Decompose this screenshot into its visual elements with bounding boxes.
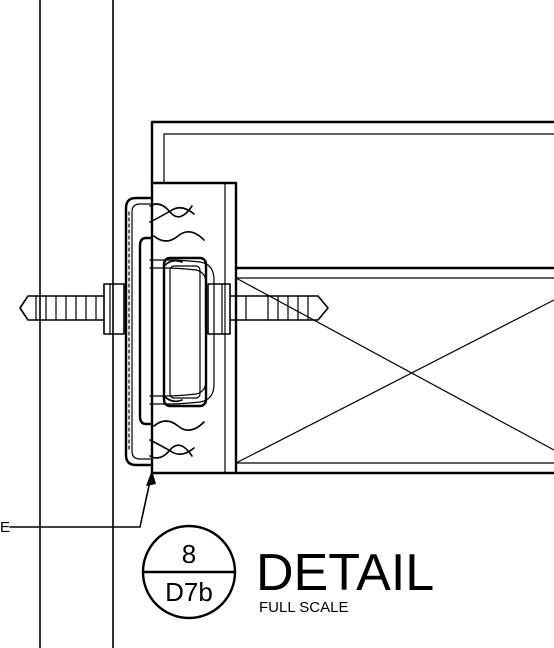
leader-line <box>9 470 156 528</box>
detail-title: DETAIL <box>256 544 434 602</box>
screw-fastener <box>19 283 329 335</box>
detail-sheet-reference: D7b <box>165 577 213 607</box>
wall-section-lines <box>39 0 114 648</box>
side-panel <box>150 181 554 475</box>
drawer-box-section <box>234 266 554 464</box>
detail-scale: FULL SCALE <box>259 599 348 616</box>
upper-frame <box>150 120 554 185</box>
detail-callout-bubble <box>141 524 237 620</box>
drawer-slide-profile <box>124 196 215 467</box>
leader-label: E <box>0 519 10 536</box>
leader-arrowhead <box>146 470 156 486</box>
detail-number: 8 <box>182 539 196 569</box>
